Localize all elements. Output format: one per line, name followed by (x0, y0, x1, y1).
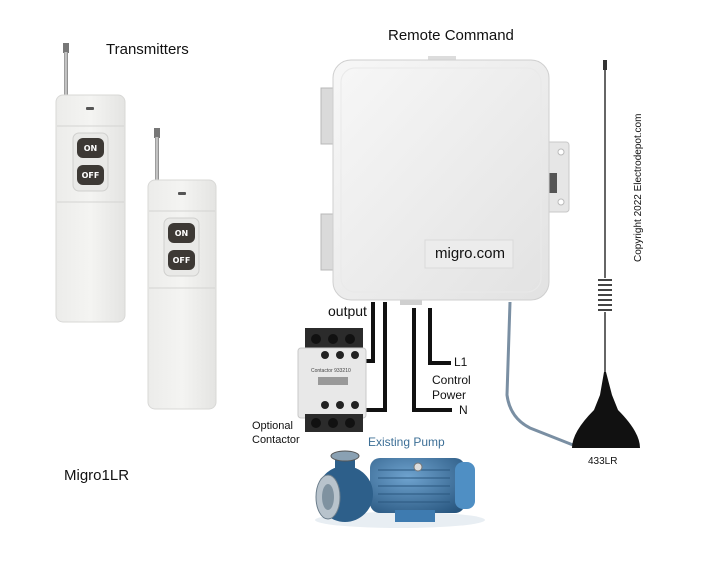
off-button-label: OFF (172, 255, 191, 265)
antenna-model-label: 433LR (588, 456, 618, 467)
control-power-label-line2: Power (432, 388, 467, 402)
remote-command-label: Remote Command (388, 27, 514, 44)
antenna-icon (572, 60, 640, 448)
latch-icon (549, 173, 557, 193)
optional-contactor (297, 328, 367, 432)
off-button-label: OFF (81, 170, 100, 180)
contactor-model-text: Contactor 933210 (311, 368, 351, 374)
wiring (362, 302, 452, 412)
l1-wire (428, 308, 451, 365)
antenna-cable (505, 301, 574, 447)
pump-icon (315, 450, 485, 528)
led-icon (86, 107, 94, 110)
transmitter-antenna-icon (63, 43, 69, 96)
led-icon (178, 192, 186, 195)
on-button-label: ON (174, 228, 189, 238)
product-name-label: Migro1LR (64, 467, 130, 484)
output-wire-bottom (362, 302, 387, 412)
brand-plate-text: migro.com (435, 245, 506, 262)
transmitter-1-on-button: ON (77, 138, 104, 158)
output-label: output (328, 303, 367, 319)
existing-pump-label: Existing Pump (368, 435, 445, 449)
on-button-label: ON (83, 143, 98, 153)
transmitter-1-off-button: OFF (77, 165, 104, 185)
optional-contactor-label-line2: Contactor (252, 434, 300, 446)
transmitter-2-on-button: ON (168, 223, 195, 243)
n-label: N (459, 403, 468, 417)
control-power-label-line1: Control (432, 373, 471, 387)
transmitter-2-off-button: OFF (168, 250, 195, 270)
transmitter-antenna-icon (154, 128, 160, 182)
copyright-text: Copyright 2022 Electrodepot.com (633, 113, 644, 262)
l1-label: L1 (454, 355, 468, 369)
transmitters-label: Transmitters (106, 41, 189, 58)
n-wire (412, 308, 452, 412)
optional-contactor-label-line1: Optional (252, 420, 293, 432)
remote-command-enclosure (320, 56, 570, 305)
